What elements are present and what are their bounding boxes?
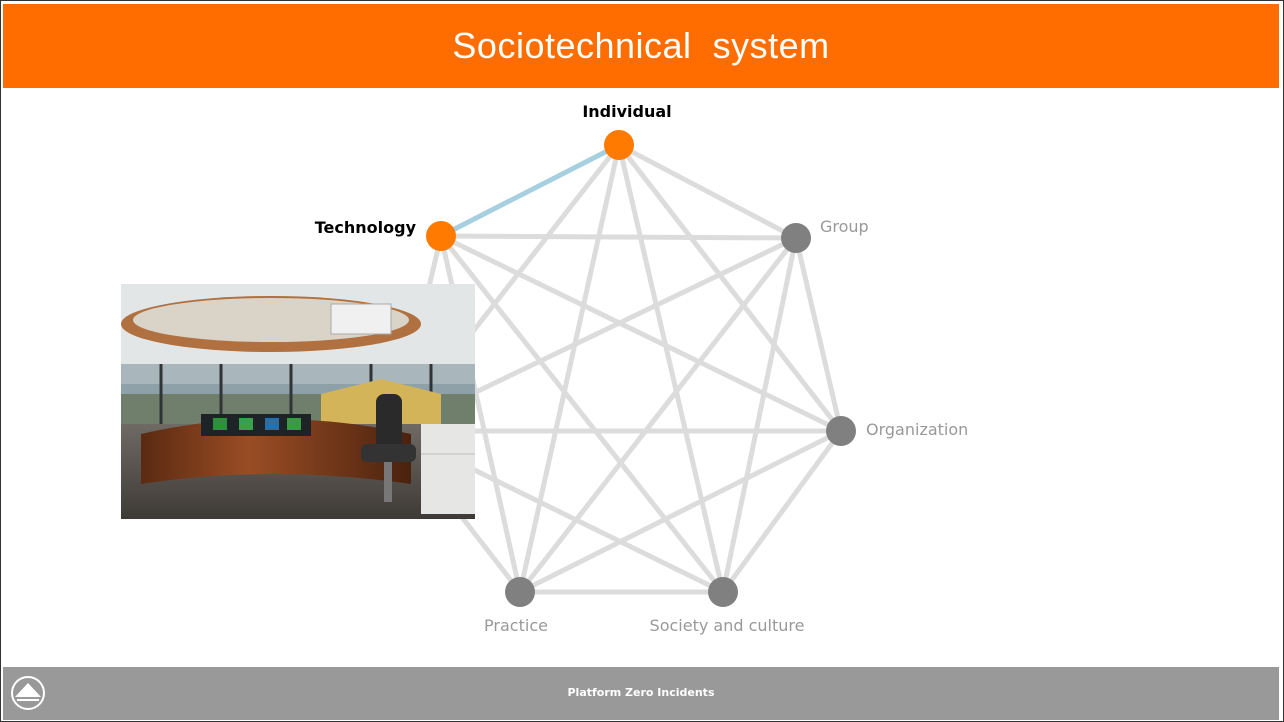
title-bar: Sociotechnical system <box>3 4 1279 88</box>
edge-highlight-individual-technology <box>439 142 621 239</box>
node-technology <box>426 221 456 251</box>
node-society <box>708 577 738 607</box>
node-label-society: Society and culture <box>650 616 805 635</box>
edge-individual-organization <box>617 143 843 433</box>
node-label-group: Group <box>820 217 869 236</box>
node-label-organization: Organization <box>866 420 968 439</box>
node-label-individual: Individual <box>582 102 671 121</box>
edge-individual-group <box>617 142 798 241</box>
triangle-in-circle-icon <box>11 676 45 710</box>
footer-bar: Platform Zero Incidents <box>3 667 1279 720</box>
edge-group-organization <box>793 237 844 432</box>
edge-individual-practice <box>517 144 622 593</box>
edge-organization-practice <box>518 428 843 595</box>
edge-group-society <box>720 237 799 593</box>
diagram-edges <box>392 142 844 595</box>
node-practice <box>505 577 535 607</box>
node-individual <box>604 130 634 160</box>
slide-title: Sociotechnical system <box>452 25 830 66</box>
ship-bridge-photo <box>121 284 475 519</box>
footer-text: Platform Zero Incidents <box>567 686 715 699</box>
edge-group-technology <box>440 233 797 241</box>
node-label-technology: Technology <box>315 218 417 237</box>
node-label-practice: Practice <box>484 616 548 635</box>
edge-organization-technology <box>439 233 843 434</box>
node-group <box>781 223 811 253</box>
node-organization <box>826 416 856 446</box>
edge-society-technology <box>439 234 725 594</box>
edge-individual-society <box>616 144 726 593</box>
edge-group-practice <box>518 236 798 594</box>
edge-organization-society <box>720 429 844 594</box>
